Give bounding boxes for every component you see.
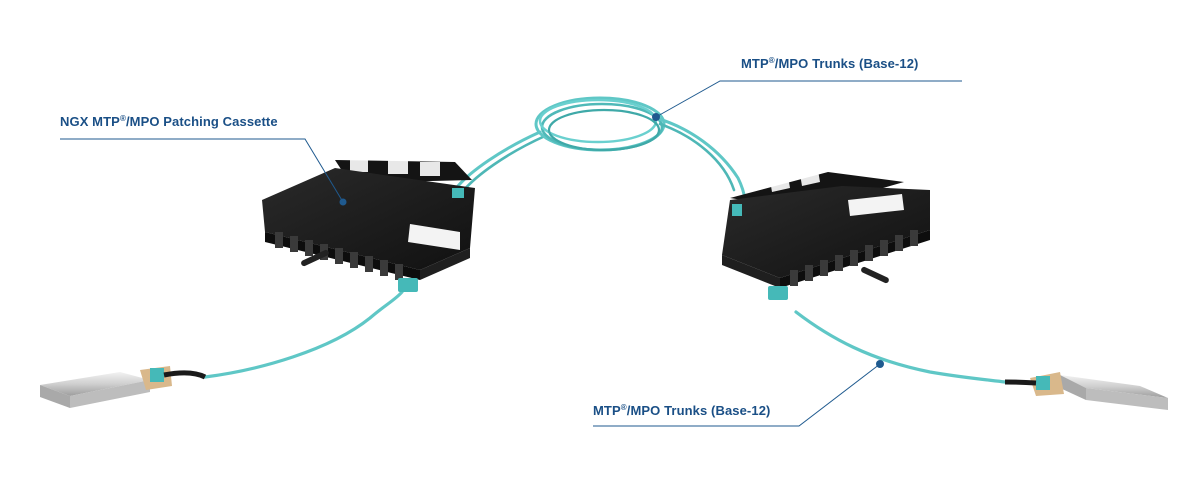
trunk-bottom-leader-line [593,363,881,427]
trunk-top-label: MTP®/MPO Trunks (Base-12) [741,56,918,71]
cassette-label: NGX MTP®/MPO Patching Cassette [60,114,278,129]
leader-lines [60,80,962,427]
right-trunk-cable [654,116,747,202]
fiber-cables [203,96,1007,384]
cassette-label-pre: NGX MTP [60,114,120,129]
cassette-label-sup: ® [119,114,126,123]
trunk-bottom-label-post: /MPO Trunks (Base-12) [626,403,771,418]
left-patch-cable [203,290,404,379]
cassette-leader-dot [339,198,347,206]
trunk-top-label-pre: MTP [741,56,769,71]
fiber-coil-icon [534,96,666,152]
qsfp-transceiver-icon [1004,372,1168,410]
trunk-top-label-sup: ® [768,56,775,65]
patching-cassette-icon [722,170,930,300]
right-patch-cable [794,310,1007,384]
cassette-label-post: /MPO Patching Cassette [125,114,278,129]
cassette-leader-line [60,138,344,203]
trunk-bottom-label-sup: ® [620,403,627,412]
left-trunk-cable [456,130,542,188]
patching-cassette-icon [262,158,475,292]
trunk-bottom-label-pre: MTP [593,403,621,418]
trunk-bottom-label: MTP®/MPO Trunks (Base-12) [593,403,770,418]
trunk-top-leader-line [655,80,962,118]
trunk-bottom-leader-dot [876,360,884,368]
qsfp-transceiver-icon [40,366,207,408]
trunk-top-label-post: /MPO Trunks (Base-12) [774,56,919,71]
trunk-top-leader-dot [652,113,660,121]
